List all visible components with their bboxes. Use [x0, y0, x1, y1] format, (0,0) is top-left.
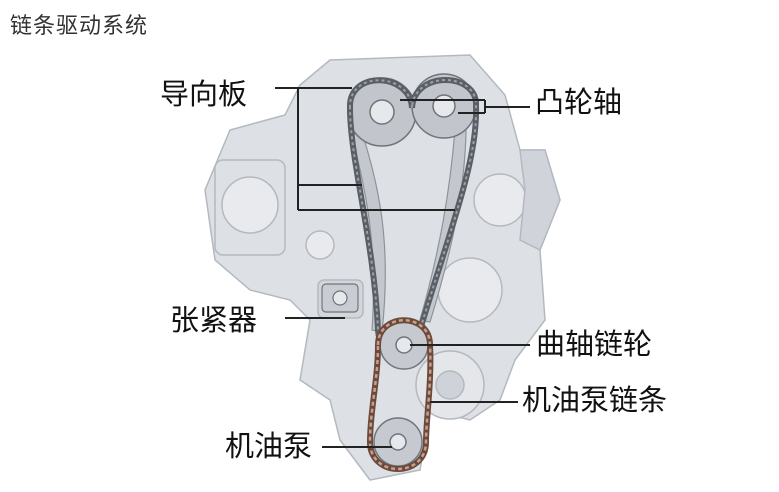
tensioner-part	[321, 283, 359, 313]
leader-guide-plate	[275, 87, 455, 211]
label-oil-pump-chain: 机油泵链条	[522, 383, 668, 417]
camshaft-sprockets	[347, 73, 477, 147]
label-guide-plate: 导向板	[160, 77, 248, 111]
label-camshaft: 凸轮轴	[535, 85, 623, 119]
page-title: 链条驱动系统	[10, 14, 149, 39]
label-tensioner: 张紧器	[170, 303, 258, 337]
oil-pump-sprocket	[373, 417, 423, 467]
label-crank-sprocket: 曲轴链轮	[536, 327, 653, 361]
leader-lines	[275, 87, 530, 448]
label-oil-pump: 机油泵	[225, 429, 313, 463]
timing-chain	[346, 77, 480, 356]
leader-camshaft	[400, 99, 530, 114]
oil-pump-chain	[366, 317, 434, 472]
